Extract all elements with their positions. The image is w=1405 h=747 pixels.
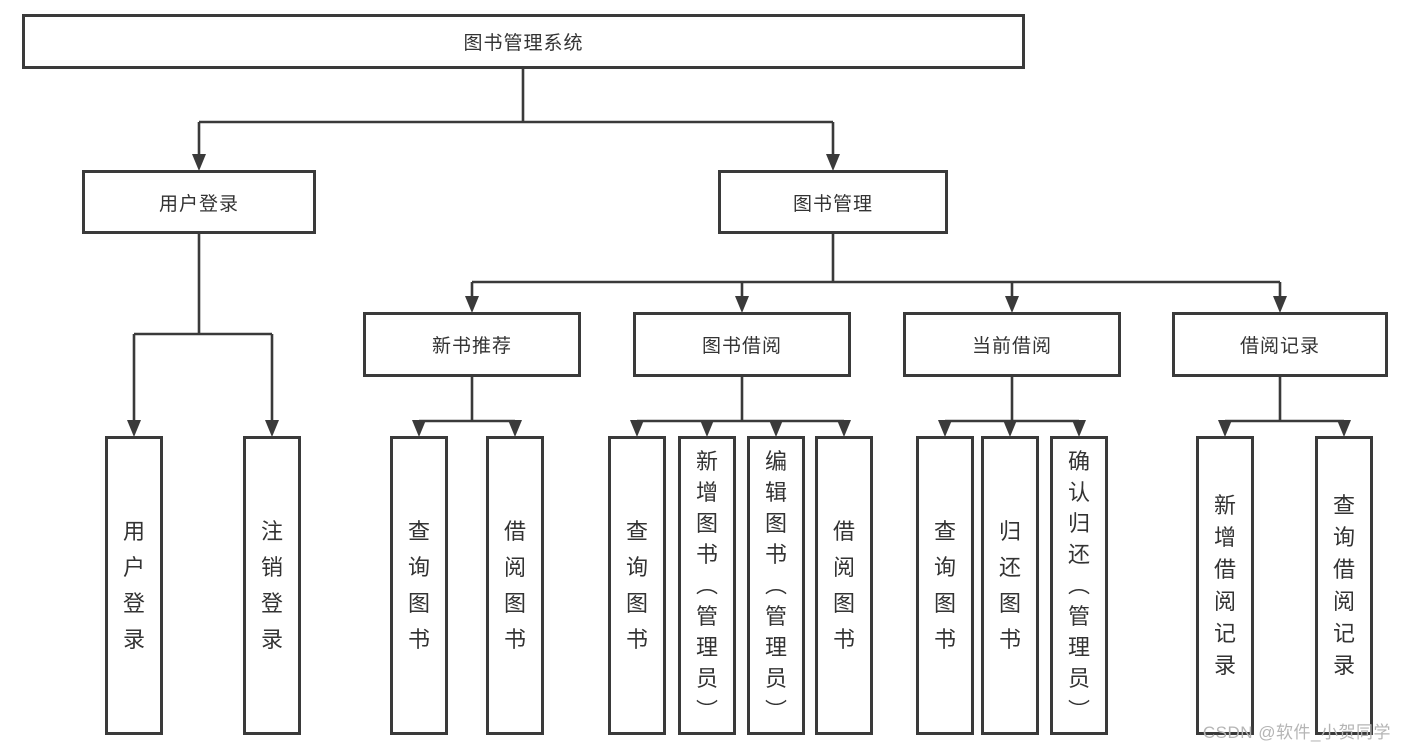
leaf-query-books-recommend: 查询图书 (390, 436, 448, 735)
leaf-label-char: 新 (1213, 492, 1236, 518)
leaf-logout: 注销登录 (243, 436, 301, 735)
leaf-label-char: 增 (695, 479, 718, 505)
leaf-borrow-books-recommend: 借阅图书 (486, 436, 544, 735)
leaf-label-char: 图 (998, 590, 1021, 616)
leaf-return-books: 归还图书 (981, 436, 1039, 735)
leaf-label-char: 新 (695, 448, 718, 474)
leaf-label-char: 借 (832, 518, 855, 544)
leaf-label-char: 员 (695, 665, 718, 691)
leaf-query-books-borrow: 查询图书 (608, 436, 666, 735)
leaf-label-char: 图 (407, 590, 430, 616)
leaf-label-char: 注 (260, 518, 283, 544)
leaf-label-char: ︵ (695, 573, 718, 597)
arrowhead-icons (127, 154, 1351, 437)
leaf-query-books-current: 查询图书 (916, 436, 974, 735)
node-library-management-system: 图书管理系统 (22, 14, 1025, 69)
leaf-label-char: 询 (1332, 524, 1355, 550)
leaf-label-char: 图 (832, 590, 855, 616)
leaf-label-char: 询 (933, 554, 956, 580)
leaf-label-char: 辑 (764, 479, 787, 505)
leaf-label-char: 借 (1213, 556, 1236, 582)
leaf-label-char: 管 (695, 603, 718, 629)
leaf-label-char: 理 (764, 634, 787, 660)
node-book-borrowing: 图书借阅 (633, 312, 851, 377)
leaf-label-char: 还 (1067, 541, 1090, 567)
leaf-query-borrow-record: 查询借阅记录 (1315, 436, 1373, 735)
leaf-label-char: 户 (122, 554, 145, 580)
leaf-label-char: 查 (933, 518, 956, 544)
leaf-label-char: 员 (764, 665, 787, 691)
leaf-label-char: 员 (1067, 665, 1090, 691)
leaf-label-char: 增 (1213, 524, 1236, 550)
leaf-label-char: 书 (503, 626, 526, 652)
leaf-label-char: 查 (1332, 492, 1355, 518)
leaf-label-char: 录 (260, 626, 283, 652)
leaf-label-char: ︵ (1067, 573, 1090, 597)
leaf-label-char: 书 (764, 541, 787, 567)
leaf-label-char: 记 (1332, 620, 1355, 646)
leaf-label-char: 认 (1067, 479, 1090, 505)
leaf-label-char: 归 (998, 518, 1021, 544)
leaf-label-char: 记 (1213, 620, 1236, 646)
leaf-label-char: 录 (1213, 652, 1236, 678)
leaf-label-char: 书 (625, 626, 648, 652)
node-current-borrowing: 当前借阅 (903, 312, 1121, 377)
leaf-label-char: 用 (122, 518, 145, 544)
leaf-label-char: 图 (503, 590, 526, 616)
leaf-borrow-books: 借阅图书 (815, 436, 873, 735)
leaf-label-char: 管 (764, 603, 787, 629)
leaf-label-char: 书 (832, 626, 855, 652)
leaf-label-char: 询 (407, 554, 430, 580)
leaf-label-char: 书 (695, 541, 718, 567)
leaf-label-char: 理 (1067, 634, 1090, 660)
node-borrowing-records: 借阅记录 (1172, 312, 1388, 377)
leaf-label-char: 归 (1067, 510, 1090, 536)
node-book-management: 图书管理 (718, 170, 948, 234)
leaf-label-char: ︶ (695, 697, 718, 721)
leaf-label-char: 阅 (503, 554, 526, 580)
leaf-label-char: 登 (122, 590, 145, 616)
leaf-add-books-admin: 新增图书 ︵ 管理员 ︶ (678, 436, 736, 735)
leaf-label-char: 书 (407, 626, 430, 652)
leaf-label-char: 图 (933, 590, 956, 616)
leaf-label-char: 书 (933, 626, 956, 652)
leaf-label-char: 阅 (832, 554, 855, 580)
leaf-label-char: 询 (625, 554, 648, 580)
node-new-book-recommendation: 新书推荐 (363, 312, 581, 377)
leaf-label-char: 管 (1067, 603, 1090, 629)
leaf-confirm-return-admin: 确认归还 ︵ 管理员 ︶ (1050, 436, 1108, 735)
leaf-label-char: 图 (695, 510, 718, 536)
leaf-label-char: 借 (503, 518, 526, 544)
leaf-user-login: 用户登录 (105, 436, 163, 735)
leaf-label-char: 查 (407, 518, 430, 544)
leaf-label-char: ︵ (764, 573, 787, 597)
leaf-label-char: 录 (122, 626, 145, 652)
leaf-label-char: 录 (1332, 652, 1355, 678)
leaf-label-char: 编 (764, 448, 787, 474)
leaf-label-char: 理 (695, 634, 718, 660)
leaf-label-char: 查 (625, 518, 648, 544)
leaf-label-char: 确 (1067, 448, 1090, 474)
leaf-label-char: 销 (260, 554, 283, 580)
leaf-label-char: 书 (998, 626, 1021, 652)
csdn-watermark: CSDN @软件_小贺同学 (1202, 723, 1391, 742)
leaf-edit-books-admin: 编辑图书 ︵ 管理员 ︶ (747, 436, 805, 735)
leaf-label-char: ︶ (764, 697, 787, 721)
node-user-login: 用户登录 (82, 170, 316, 234)
leaf-label-char: 借 (1332, 556, 1355, 582)
leaf-label-char: 登 (260, 590, 283, 616)
tree-edges (132, 68, 1344, 423)
leaf-label-char: ︶ (1067, 697, 1090, 721)
leaf-label-char: 图 (764, 510, 787, 536)
leaf-add-borrow-record: 新增借阅记录 (1196, 436, 1254, 735)
leaf-label-char: 还 (998, 554, 1021, 580)
leaf-label-char: 阅 (1213, 588, 1236, 614)
leaf-label-char: 阅 (1332, 588, 1355, 614)
leaf-label-char: 图 (625, 590, 648, 616)
